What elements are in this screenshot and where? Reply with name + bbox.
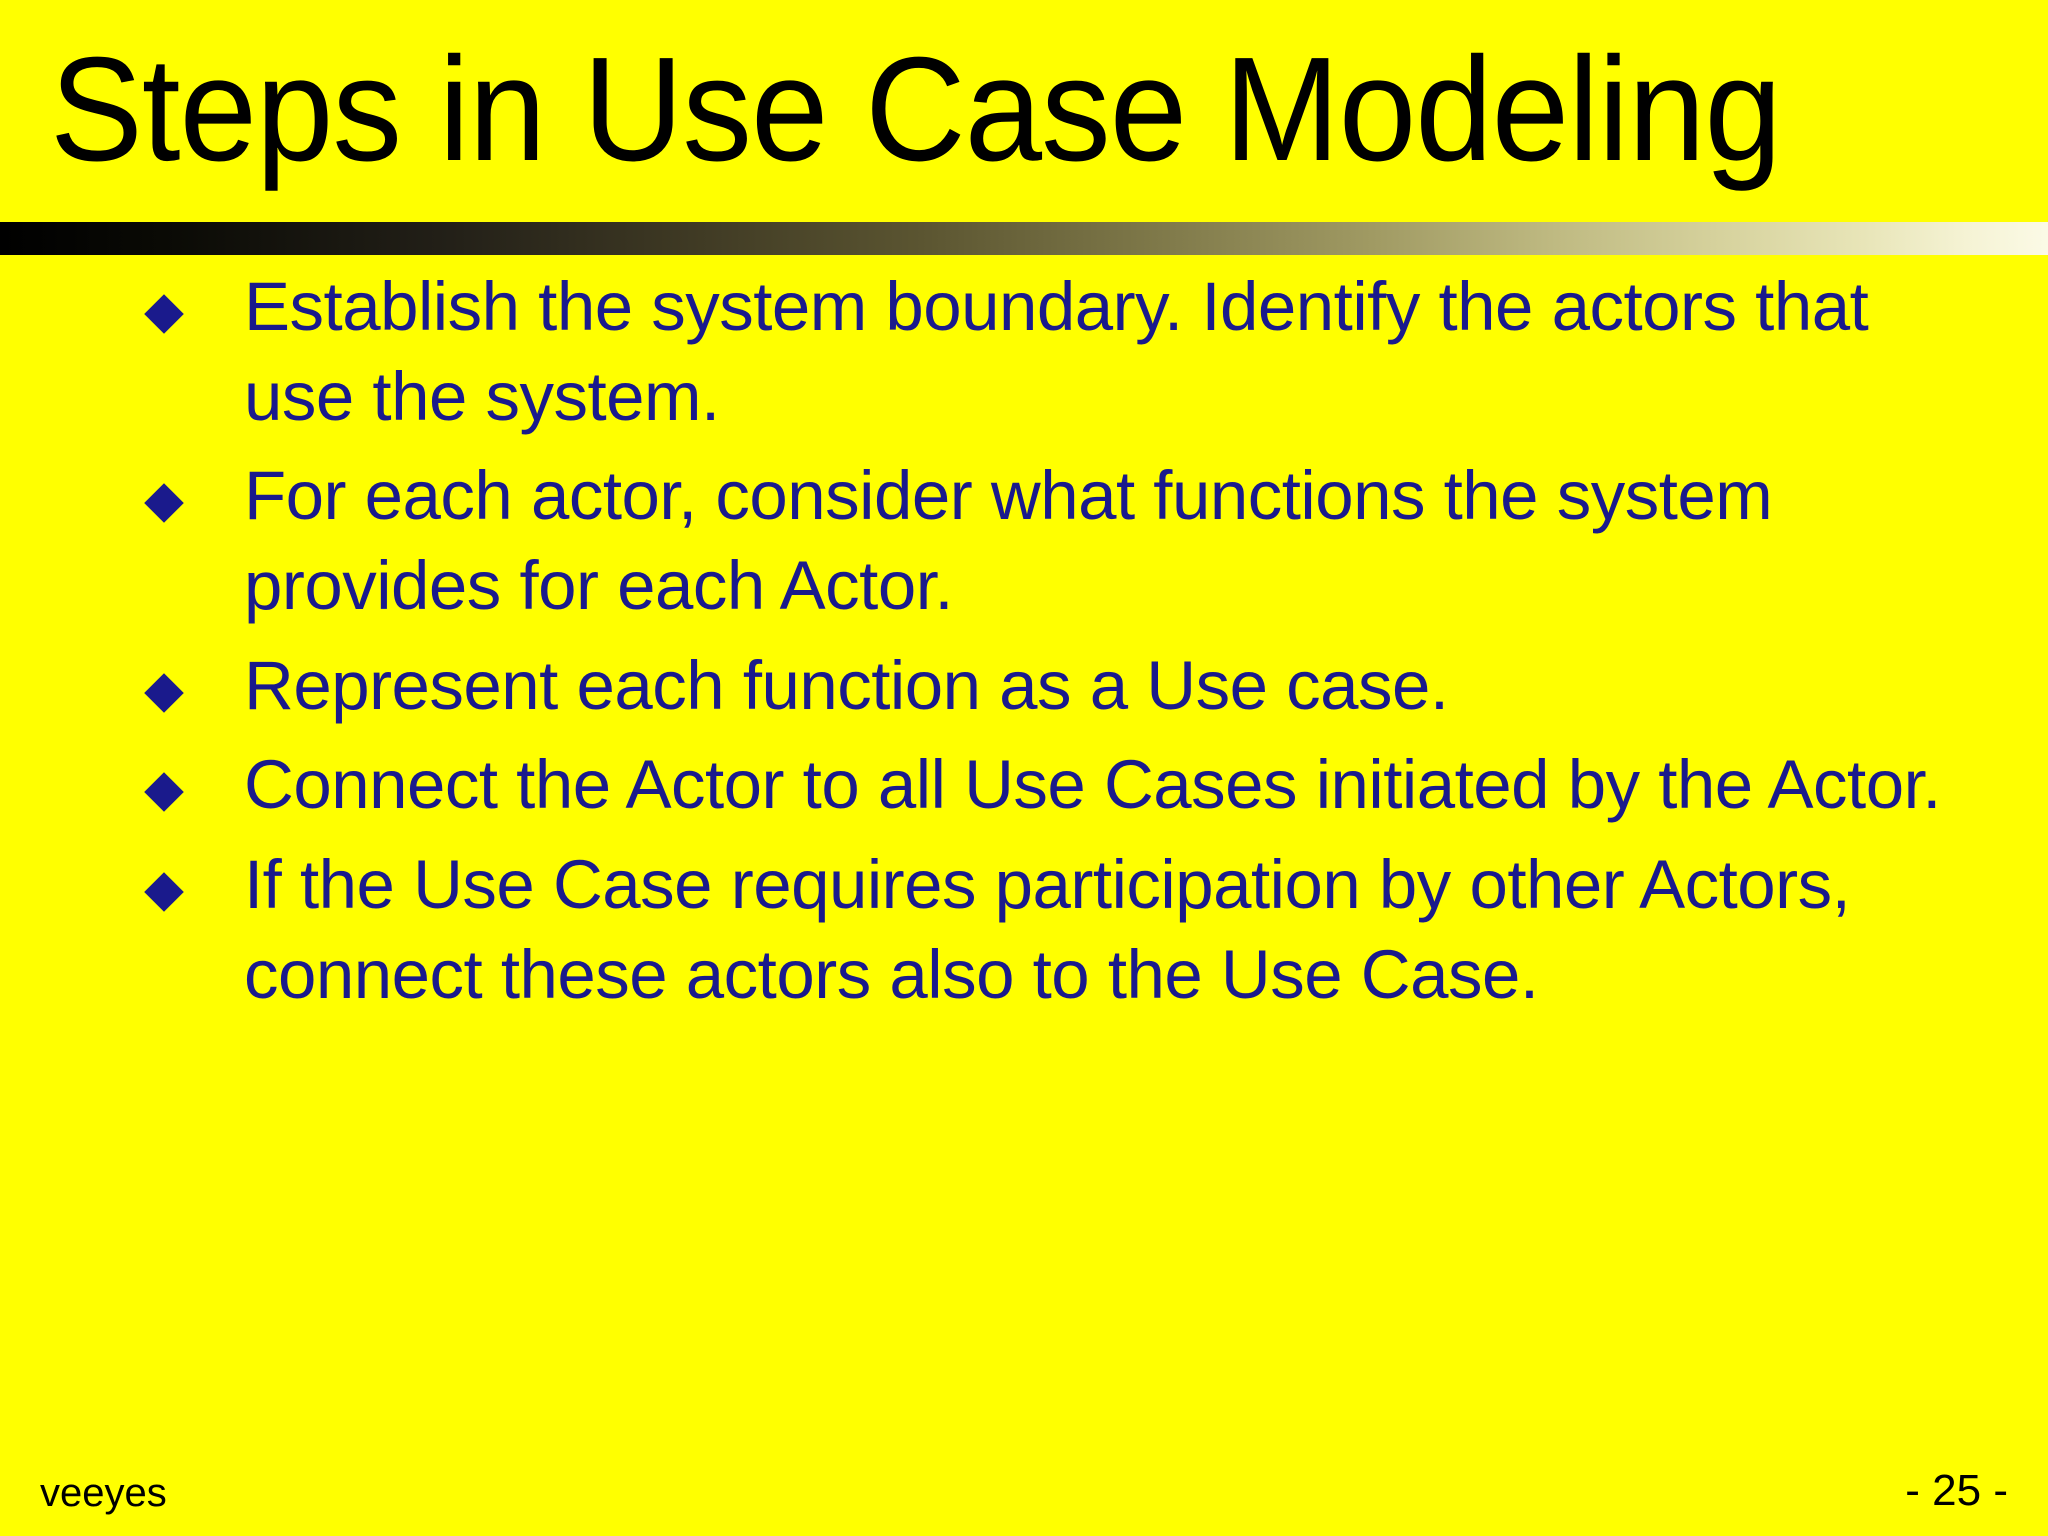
list-item: Connect the Actor to all Use Cases initi…	[0, 740, 2048, 830]
slide-footer: veeyes - 25 -	[0, 1440, 2048, 1536]
list-item: Establish the system boundary. Identify …	[0, 262, 2048, 441]
bullet-text: If the Use Case requires participation b…	[244, 846, 1851, 1013]
diamond-bullet-icon	[144, 672, 184, 713]
slide-title-block: Steps in Use Case Modeling	[0, 0, 2048, 222]
page-number: - 25 -	[1905, 1466, 2008, 1515]
footer-author-label: veeyes	[40, 1471, 167, 1515]
list-item: Represent each function as a Use case.	[0, 641, 2048, 731]
diamond-bullet-icon	[144, 772, 184, 813]
diamond-bullet-icon	[144, 872, 184, 912]
page-title: Steps in Use Case Modeling	[50, 27, 1782, 192]
bullet-list: Establish the system boundary. Identify …	[0, 262, 2048, 1030]
title-divider-gradient-bar	[0, 222, 2048, 255]
list-item: If the Use Case requires participation b…	[0, 840, 2048, 1019]
bullet-text: Establish the system boundary. Identify …	[244, 268, 1869, 435]
bullet-text: Represent each function as a Use case.	[244, 646, 1449, 724]
diamond-bullet-icon	[144, 294, 184, 334]
list-item: For each actor, consider what functions …	[0, 451, 2048, 630]
bullet-text: Connect the Actor to all Use Cases initi…	[244, 746, 1941, 824]
bullet-text: For each actor, consider what functions …	[244, 457, 1773, 625]
diamond-bullet-icon	[144, 483, 184, 524]
